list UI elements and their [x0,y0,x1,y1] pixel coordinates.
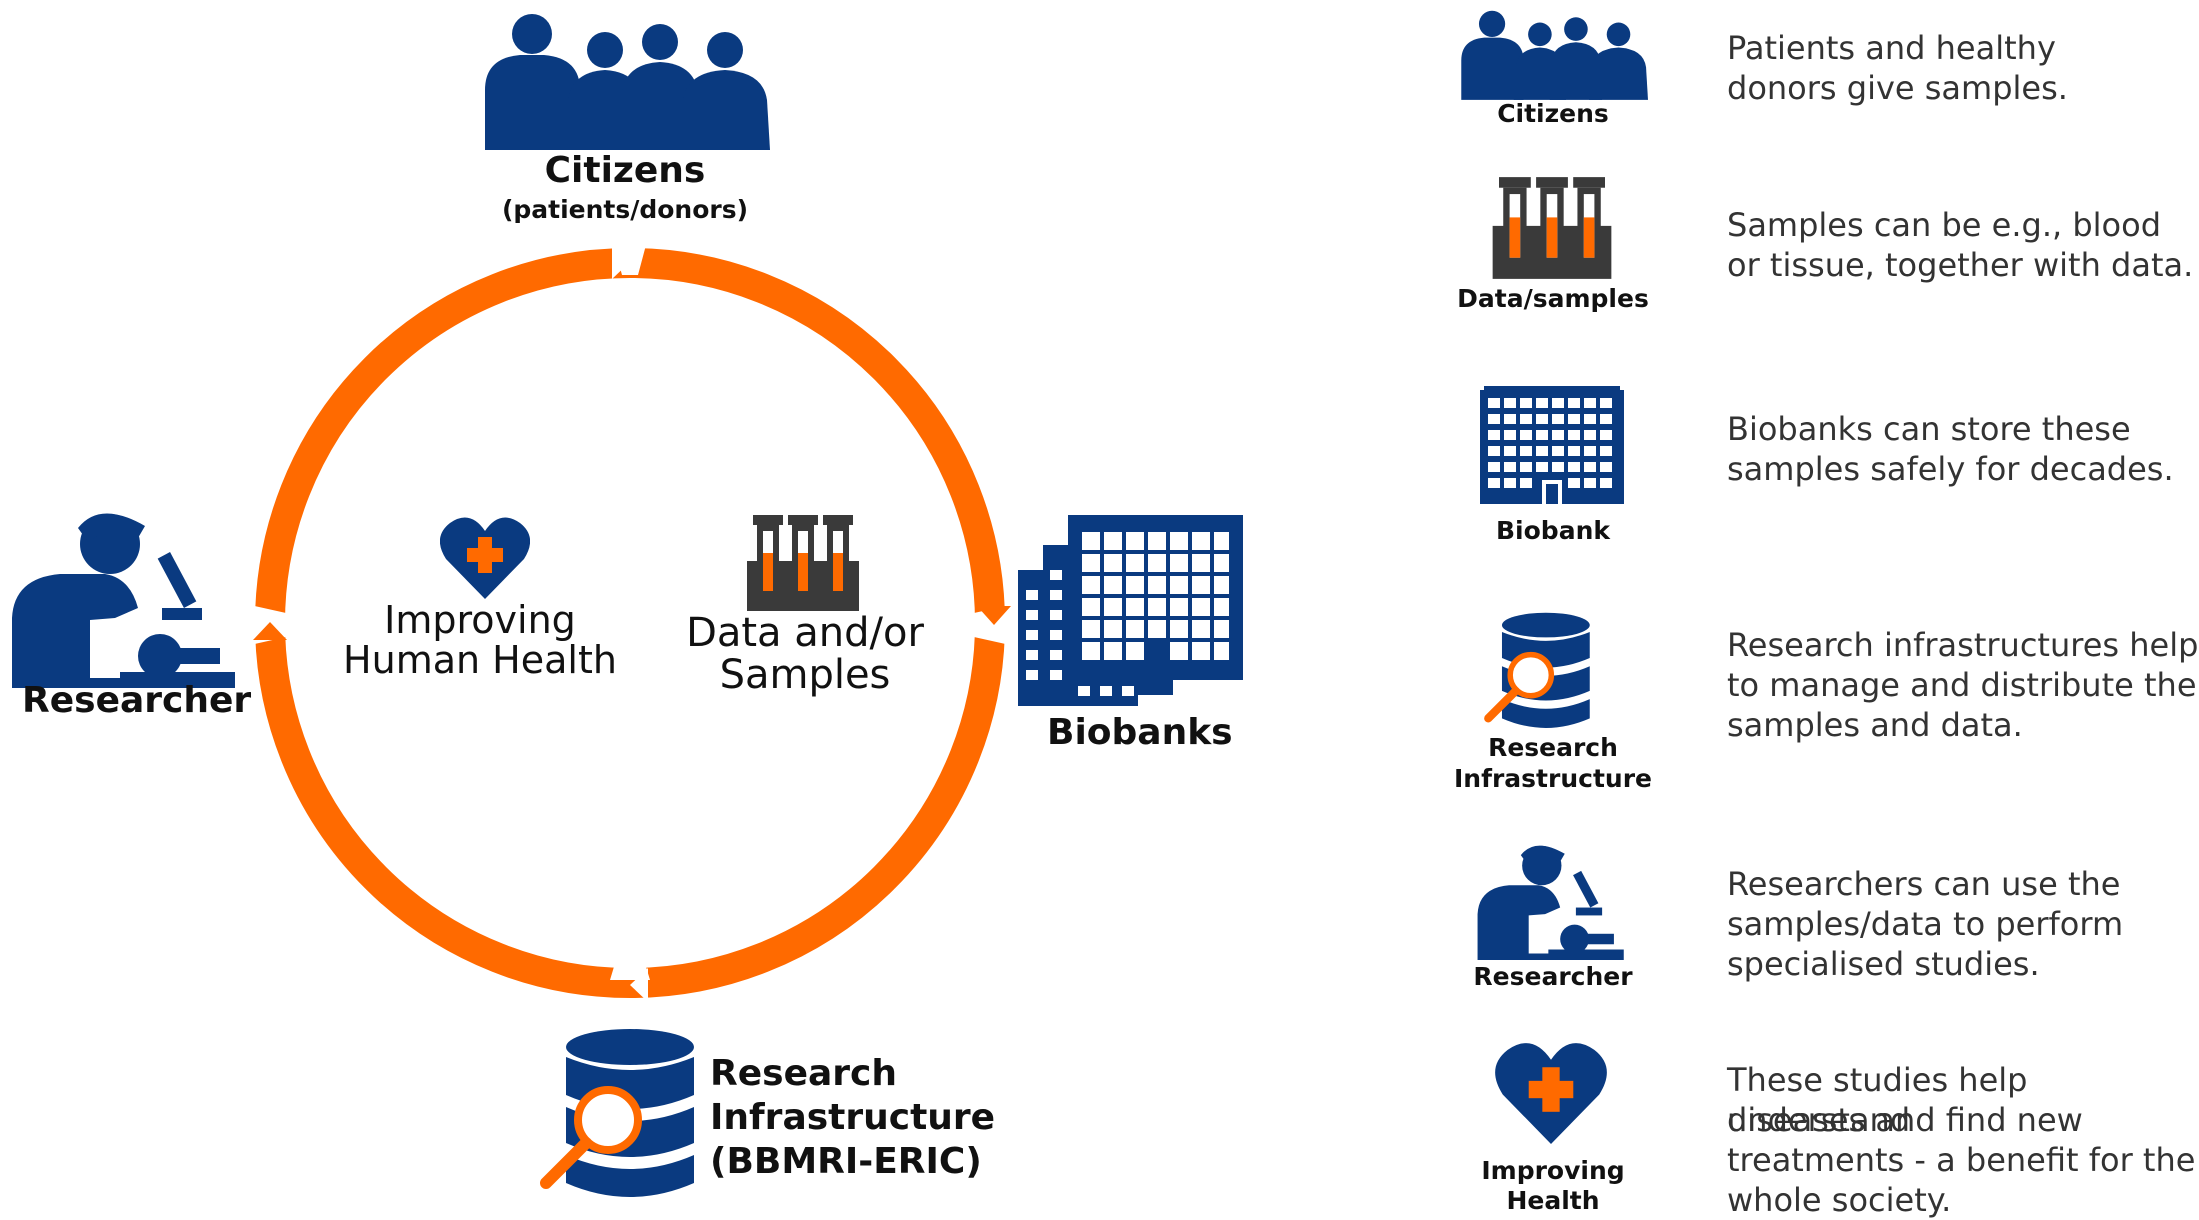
legend-text-line: Research infrastructures help [1727,626,2199,664]
legend-label: Data/samples [1457,284,1649,313]
arrow-top [612,245,630,279]
arrow-bottom [630,968,648,1002]
legend-text-line: to manage and distribute the [1727,666,2197,704]
legend-label: Infrastructure [1454,764,1652,793]
arrow-left [253,622,287,640]
researcher-label: Researcher [22,680,252,721]
legend-text-line: Researchers can use the [1727,865,2121,903]
test-tubes-icon [747,515,859,611]
legend-label: Improving [1481,1156,1625,1185]
heart-plus-icon [440,517,530,599]
ri-line2: Infrastructure [710,1097,996,1138]
researcher-microscope-icon [1477,845,1624,960]
researcher-microscope-icon [12,513,235,688]
arrow-right [977,606,1011,625]
legend-label: Health [1506,1186,1600,1215]
health-line2: Human Health [343,638,617,682]
legend-text-line: Patients and healthy [1727,29,2056,67]
legend-label: Researcher [1473,962,1633,991]
cycle-ring [253,245,1011,1002]
heart-plus-icon [1495,1043,1607,1144]
legend-text-line: Samples can be e.g., blood [1727,206,2162,244]
legend-text-line: samples/data to perform [1727,905,2124,943]
health-line1: Improving [384,598,576,642]
legend-text-line: donors give samples. [1727,69,2068,107]
biobank-building-icon [1018,515,1243,706]
legend-label: Research [1488,733,1618,762]
legend-text-line: specialised studies. [1727,945,2040,983]
citizens-subtitle: (patients/donors) [501,195,749,224]
database-search-icon [540,1029,694,1197]
citizens-icon [1461,10,1648,100]
legend-text-line: These studies help understand [1727,1061,2028,1139]
legend-text-line: or tissue, together with data. [1727,246,2194,284]
legend-label: Citizens [1497,99,1609,128]
legend-text-line: samples and data. [1727,706,2023,744]
cycle-diagram: Citizens (patients/donors) Researcher [12,14,1243,1197]
legend-text-line: Biobanks can store these [1727,410,2131,448]
legend-text-line: treatments - a benefit for the [1727,1141,2196,1179]
legend-text-line: diseases and find new [1727,1101,2083,1139]
legend-text-line: whole society. [1727,1181,1952,1219]
ri-line1: Research [710,1053,897,1094]
biobank-building-icon [1480,386,1624,504]
legend-text-line: samples safely for decades. [1727,450,2174,488]
samples-line2: Samples [719,652,891,698]
test-tubes-icon [1492,177,1612,279]
database-search-icon [1484,612,1590,728]
biobanks-label: Biobanks [1047,712,1233,753]
ri-line3: (BBMRI-ERIC) [710,1141,982,1182]
samples-line1: Data and/or [686,610,924,656]
citizens-icon [485,14,770,150]
legend-label: Biobank [1496,516,1610,545]
legend: Citizens Patients and healthy donors giv… [1440,0,2199,1219]
citizens-title: Citizens [544,150,706,191]
